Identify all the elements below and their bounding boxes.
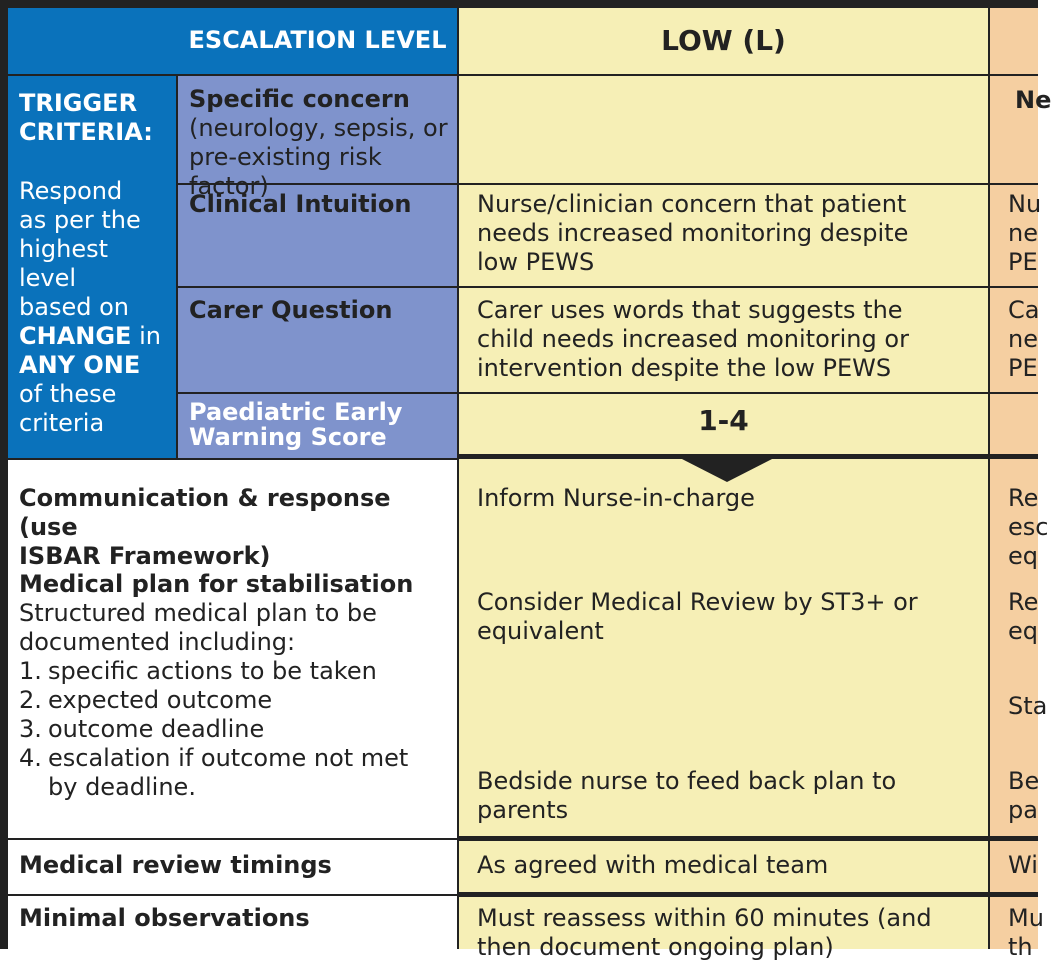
row-divider [8,458,458,460]
col-divider [176,75,178,459]
medical-plan-title: Medical plan for stabilisation [19,570,414,598]
left-lower-column [8,459,458,949]
medical-plan-block: Medical plan for stabilisation Structure… [19,570,454,802]
next-carer-question: Ca ne PE [1008,296,1040,382]
row-divider [8,74,1038,76]
escalation-level-label: ESCALATION LEVEL [188,26,447,54]
medical-plan-list: 1.specific actions to be taken 2.expecte… [19,657,454,802]
list-item: 3.outcome deadline [19,715,265,743]
criteria-sublabel: (neurology, sepsis, or pre-existing risk… [189,114,448,200]
low-header-cell [458,8,989,75]
row-divider [8,894,458,896]
row-divider [177,183,1038,185]
instruction-any-one: ANY ONE [19,351,141,379]
row-divider-thick [458,836,1038,841]
next-observations: Mu th [1008,904,1044,961]
next-feedback: Be pa [1008,767,1040,824]
criteria-labels-column [177,75,458,459]
row-divider [177,286,1038,288]
instruction-in: in [131,322,161,350]
down-arrow-icon [680,458,774,482]
instruction-suffix: of these criteria [19,380,117,437]
low-review-timings: As agreed with medical team [477,851,829,879]
next-review-timings: Wi [1008,851,1038,879]
list-item: 1.specific actions to be taken [19,657,377,685]
criteria-pews: Paediatric Early Warning Score [189,398,403,451]
next-clinical-intuition: Nu ne PE [1008,190,1042,276]
low-carer-question: Carer uses words that suggests the child… [477,296,909,382]
low-communication: Inform Nurse-in-charge [477,484,755,512]
list-item: 2.expected outcome [19,686,273,714]
criteria-label: Specific concern [189,85,410,113]
row-divider-thick [458,892,1038,897]
criteria-clinical-intuition: Clinical Intuition [189,190,412,218]
col-divider [457,8,459,949]
criteria-carer-question: Carer Question [189,296,393,324]
criteria-specific-concern: Specific concern (neurology, sepsis, or … [189,85,454,201]
low-pews-score: 1-4 [698,404,749,437]
observations-title: Minimal observations [19,904,310,932]
low-medical-review: Consider Medical Review by ST3+ or equiv… [477,588,918,645]
low-column [458,75,989,949]
instruction-prefix: Respond as per the highest level based o… [19,177,141,321]
trigger-criteria-title: TRIGGER CRITERIA: [19,89,153,146]
low-clinical-intuition: Nurse/clinician concern that patient nee… [477,190,909,276]
low-observations: Must reassess within 60 minutes (and the… [477,904,932,961]
review-timings-title: Medical review timings [19,851,332,879]
top-border [0,0,1038,8]
next-medical-review: Re eq [1008,588,1039,645]
next-level-column [989,8,1038,949]
next-communication: Re esc eq [1008,484,1049,570]
communication-title: Communication & response (use ISBAR Fram… [19,484,391,570]
trigger-criteria-cell [8,75,177,459]
escalation-header-cell [8,8,458,75]
low-feedback: Bedside nurse to feed back plan to paren… [477,767,897,824]
row-divider [177,392,1038,394]
next-specific-concern: Ne [1015,86,1051,114]
left-border [0,0,8,949]
low-level-label: LOW (L) [661,24,786,57]
next-stabilisation: Sta [1008,692,1048,720]
medical-plan-intro: Structured medical plan to be documented… [19,599,377,656]
row-divider [8,838,458,840]
row-divider-thick [458,454,1038,459]
list-item: 4.escalation if outcome not met by deadl… [19,744,409,801]
trigger-criteria-instruction: Respond as per the highest level based o… [19,177,179,438]
col-divider [988,8,990,949]
instruction-change: CHANGE [19,322,132,350]
